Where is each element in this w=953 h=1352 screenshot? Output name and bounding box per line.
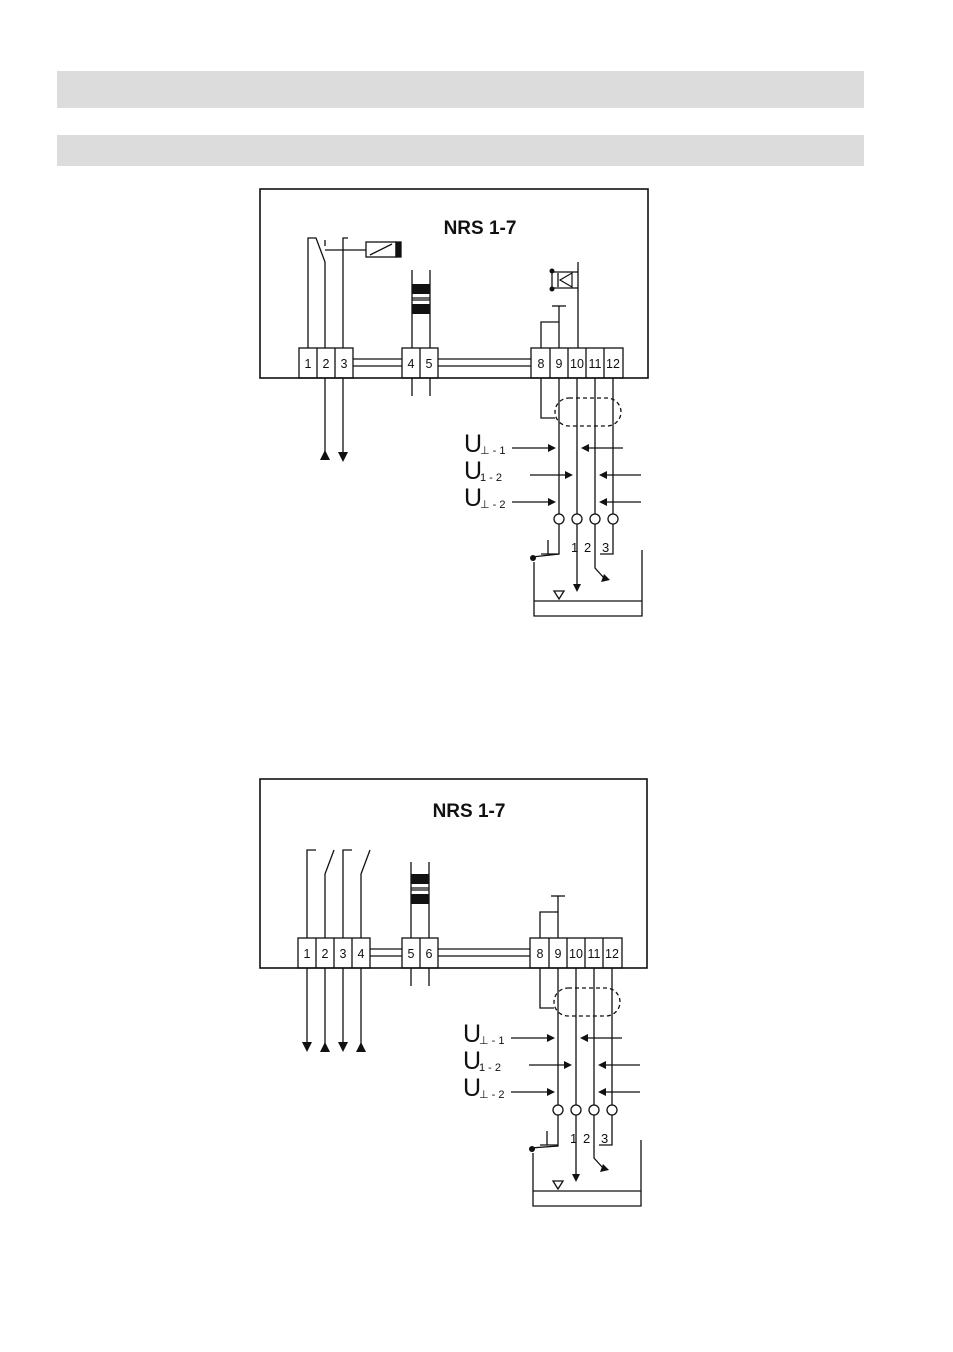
voltage-subscript: 1 - 2 xyxy=(480,472,502,484)
vessel xyxy=(532,1140,642,1207)
electrode-label: 2 xyxy=(584,540,591,555)
terminal-block-left: 1 2 3 4 xyxy=(297,937,371,969)
device-housing xyxy=(259,778,648,969)
electrode-connectors xyxy=(552,1104,618,1116)
bus-cable-icon xyxy=(411,270,431,348)
terminal-block-middle: 4 5 xyxy=(401,347,439,379)
bus-connection xyxy=(353,358,531,367)
terminal-label: 4 xyxy=(408,357,415,371)
vessel xyxy=(533,550,643,617)
relay-contact xyxy=(307,237,366,348)
device-title: NRS 1-7 xyxy=(444,218,517,239)
electrode-connectors xyxy=(553,513,619,525)
voltage-labels: U ⊥ - 1 U 1 - 2 U ⊥ - 2 xyxy=(464,430,505,512)
voltage-symbol: U xyxy=(464,457,482,485)
device-title: NRS 1-7 xyxy=(433,801,506,822)
diode-icon xyxy=(549,262,579,348)
voltage-subscript: 1 - 2 xyxy=(479,1062,501,1074)
voltage-subscript: ⊥ - 2 xyxy=(480,499,505,511)
terminal-label: 10 xyxy=(569,947,583,961)
electrode-label: 1 xyxy=(571,540,578,555)
terminal-block-right: 8 9 10 11 12 xyxy=(530,347,624,379)
electrode-cable xyxy=(539,968,621,1105)
voltage-symbol: U xyxy=(463,1020,481,1048)
ground-icon xyxy=(539,895,565,938)
terminal-label: 6 xyxy=(426,947,433,961)
bus-connection xyxy=(370,948,530,957)
electrode-cable xyxy=(540,378,622,514)
terminal-label: 8 xyxy=(538,357,545,371)
terminal-label: 12 xyxy=(605,947,619,961)
electrodes: 1 2 3 xyxy=(529,1115,613,1182)
ground-icon xyxy=(540,305,566,348)
terminal-label: 11 xyxy=(588,947,601,961)
terminal-label: 1 xyxy=(304,947,311,961)
electrode-label: 3 xyxy=(602,540,609,555)
voltage-symbol: U xyxy=(464,484,482,512)
voltage-symbol: U xyxy=(463,1047,481,1075)
terminal-block-middle: 5 6 xyxy=(401,937,439,969)
terminal-label: 9 xyxy=(556,357,563,371)
electrode-label: 1 xyxy=(570,1131,577,1146)
header-band-1 xyxy=(57,71,864,108)
device-housing xyxy=(259,188,649,379)
voltage-symbol: U xyxy=(464,430,482,458)
terminal-label: 11 xyxy=(589,357,602,371)
terminal-label: 5 xyxy=(408,947,415,961)
electrodes: 1 2 3 xyxy=(530,524,614,592)
relay-contacts xyxy=(306,849,371,938)
terminal-label: 3 xyxy=(341,357,348,371)
voltage-subscript: ⊥ - 1 xyxy=(480,445,505,457)
electrode-label: 2 xyxy=(583,1131,590,1146)
output-wires xyxy=(320,378,431,462)
wiring-diagram-1: NRS 1-7 xyxy=(259,188,649,617)
terminal-label: 3 xyxy=(340,947,347,961)
voltage-arrows xyxy=(511,1034,640,1096)
terminal-label: 2 xyxy=(323,357,330,371)
terminal-label: 1 xyxy=(305,357,312,371)
bus-cable-icon xyxy=(410,862,430,938)
header-band-2 xyxy=(57,135,864,166)
voltage-symbol: U xyxy=(463,1074,481,1102)
wiring-diagram-2: NRS 1-7 1 2 3 4 5 6 xyxy=(259,778,648,1207)
output-wires xyxy=(302,968,430,1052)
terminal-label: 9 xyxy=(555,947,562,961)
solenoid-icon xyxy=(365,241,402,258)
voltage-arrows xyxy=(512,444,641,506)
electrode-label: 3 xyxy=(601,1131,608,1146)
voltage-labels: U ⊥ - 1 U 1 - 2 U ⊥ - 2 xyxy=(463,1020,504,1102)
terminal-block-left: 1 2 3 xyxy=(298,347,354,379)
terminal-label: 2 xyxy=(322,947,329,961)
voltage-subscript: ⊥ - 2 xyxy=(479,1089,504,1101)
terminal-label: 10 xyxy=(570,357,584,371)
terminal-label: 4 xyxy=(358,947,365,961)
terminal-label: 8 xyxy=(537,947,544,961)
terminal-block-right: 8 9 10 11 12 xyxy=(529,937,623,969)
voltage-subscript: ⊥ - 1 xyxy=(479,1035,504,1047)
terminal-label: 12 xyxy=(606,357,620,371)
terminal-label: 5 xyxy=(426,357,433,371)
